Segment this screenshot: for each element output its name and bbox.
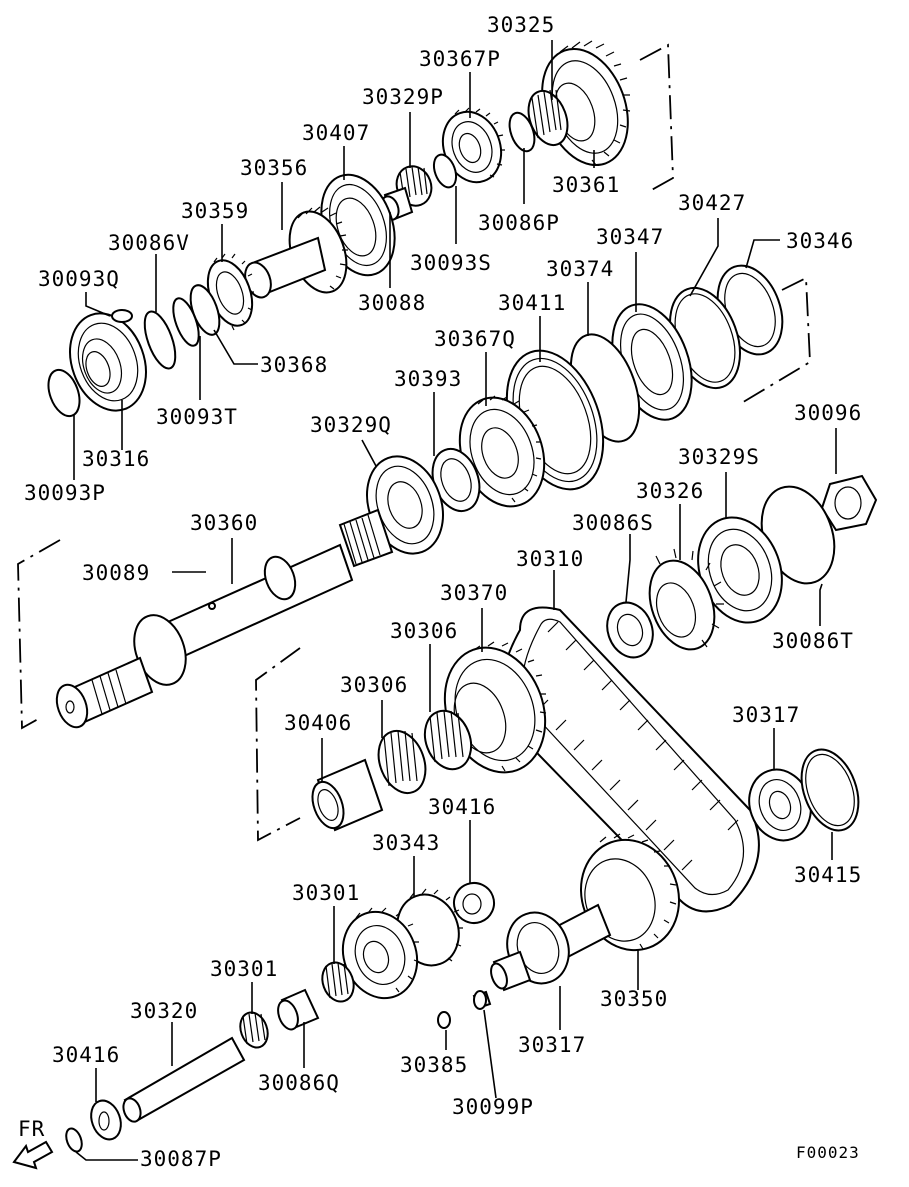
label-30407: 30407: [302, 121, 370, 145]
label-30411: 30411: [498, 291, 566, 315]
bearing-30316: [69, 312, 147, 412]
direction-label: FR: [18, 1117, 45, 1141]
label-30415: 30415: [794, 863, 862, 887]
label-30325: 30325: [487, 13, 555, 37]
bearing-30306a: [423, 709, 473, 771]
label-30350: 30350: [600, 987, 668, 1011]
label-30368: 30368: [260, 353, 328, 377]
clip-30093Q: [111, 309, 133, 323]
shim-30415: [800, 748, 860, 832]
label-30329P: 30329P: [362, 85, 444, 109]
shaft-30320: [122, 1036, 246, 1123]
label-30385: 30385: [400, 1053, 468, 1077]
label-30089: 30089: [82, 561, 150, 585]
label-30093P: 30093P: [24, 481, 106, 505]
bearing-30301c: [239, 1011, 269, 1049]
label-30367Q: 30367Q: [434, 327, 516, 351]
drawing-code: F00023: [796, 1143, 860, 1162]
snap-ring-30093S: [432, 153, 458, 189]
label-30086Q: 30086Q: [258, 1071, 340, 1095]
bearing-30317b: [490, 911, 570, 992]
washer-30326: [648, 548, 724, 651]
label-30086T: 30086T: [772, 629, 854, 653]
label-30361: 30361: [552, 173, 620, 197]
bearing-30317a: [748, 768, 812, 842]
ring-30093T: [172, 297, 200, 347]
ring-30086V: [143, 310, 177, 370]
bearing-30329S: [697, 516, 783, 624]
label-30347: 30347: [596, 225, 664, 249]
label-30374: 30374: [546, 257, 614, 281]
bracket-top-right: [639, 43, 674, 193]
label-30317b: 30317: [518, 1033, 586, 1057]
label-30320: 30320: [130, 999, 198, 1023]
label-30356: 30356: [240, 156, 308, 180]
gear-30367Q: [458, 395, 546, 508]
label-30359: 30359: [181, 199, 249, 223]
label-30316: 30316: [82, 447, 150, 471]
label-30370: 30370: [440, 581, 508, 605]
snap-ring-30093P: [47, 368, 81, 418]
label-30093Q: 30093Q: [38, 267, 120, 291]
part-labels: 30325 30367P 30329P 30407 30356 30359 30…: [18, 13, 862, 1171]
label-30093S: 30093S: [410, 251, 492, 275]
label-30360: 30360: [190, 511, 258, 535]
shaft-30360: [17, 508, 394, 730]
label-30087P: 30087P: [140, 1147, 222, 1171]
label-30086S: 30086S: [572, 511, 654, 535]
bracket-mid-right: [739, 276, 811, 405]
plug-30385: [437, 1011, 451, 1029]
bearing-30306b: [377, 730, 427, 794]
washer-30416b: [90, 1099, 122, 1141]
label-30317a: 30317: [732, 703, 800, 727]
bearing-30301b: [321, 961, 355, 1003]
label-30367P: 30367P: [419, 47, 501, 71]
gear-30356: [244, 206, 348, 299]
label-30093T: 30093T: [156, 405, 238, 429]
label-30306b: 30306: [340, 673, 408, 697]
label-30306a: 30306: [390, 619, 458, 643]
label-30406: 30406: [284, 711, 352, 735]
ring-30086S: [606, 601, 654, 659]
label-30086V: 30086V: [108, 231, 190, 255]
label-30346: 30346: [786, 229, 854, 253]
washer-30416a: [453, 882, 495, 924]
label-30416a: 30416: [428, 795, 496, 819]
label-30310: 30310: [516, 547, 584, 571]
sleeve-30406: [255, 647, 384, 842]
label-30343: 30343: [372, 831, 440, 855]
label-30427: 30427: [678, 191, 746, 215]
label-30329Q: 30329Q: [310, 413, 392, 437]
bearing-30325: [527, 89, 569, 147]
label-30301b: 30301: [210, 957, 278, 981]
label-30329S: 30329S: [678, 445, 760, 469]
label-30301a: 30301: [292, 881, 360, 905]
label-30393: 30393: [394, 367, 462, 391]
spacer-30086Q: [277, 988, 320, 1031]
label-30088: 30088: [358, 291, 426, 315]
label-30099P: 30099P: [452, 1095, 534, 1119]
ring-30087P: [65, 1127, 83, 1153]
label-30326: 30326: [636, 479, 704, 503]
direction-arrow-icon: [12, 1140, 54, 1170]
label-30086P: 30086P: [478, 211, 560, 235]
ring-30086P: [508, 111, 536, 153]
label-30096: 30096: [794, 401, 862, 425]
label-30416b: 30416: [52, 1043, 120, 1067]
bolt-30099P: [472, 990, 492, 1010]
leader-lines: [73, 40, 837, 1161]
